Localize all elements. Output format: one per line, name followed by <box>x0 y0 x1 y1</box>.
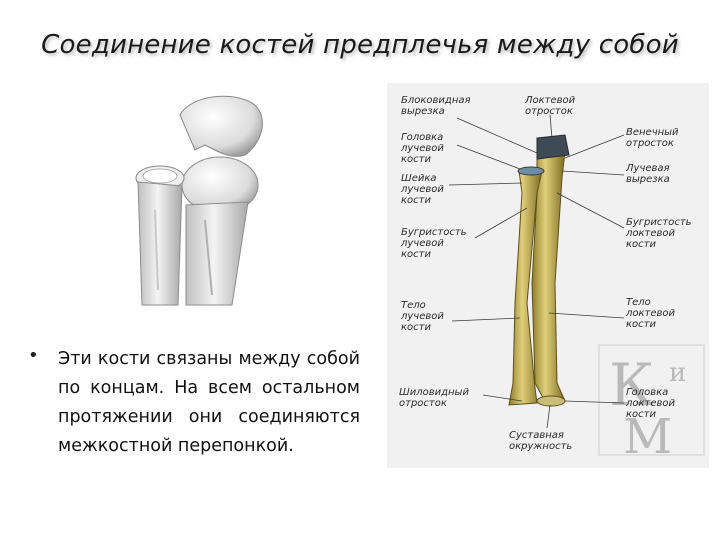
label-radius-neck: Шейка лучевой кости <box>400 173 447 206</box>
elbow-joint-illustration <box>135 95 263 306</box>
label-radius-head: Головка лучевой кости <box>400 132 447 165</box>
label-articular-circumference: Суставная окружность <box>509 430 572 452</box>
bones-drawing <box>508 134 570 407</box>
forearm-bones-diagram: К и М <box>387 83 709 468</box>
watermark-big: К <box>609 351 654 419</box>
label-ulna-body: Тело локтевой кости <box>625 297 678 330</box>
label-radius-body: Тело лучевой кости <box>400 300 447 333</box>
label-olecranon: Локтевой отросток <box>524 95 578 117</box>
label-radial-notch: Лучевая вырезка <box>625 163 673 185</box>
label-ulna-head: Головка локтевой кости <box>625 387 678 420</box>
leader-lines <box>448 114 625 429</box>
label-ulnar-tuberosity: Бугристость локтевой кости <box>625 217 695 250</box>
label-coronoid: Венечный отросток <box>626 127 682 149</box>
watermark-logo: К и М <box>598 344 705 465</box>
label-styloid: Шиловидный отросток <box>399 387 472 409</box>
slide-title: Соединение костей предплечья между собой <box>41 30 679 60</box>
bullet-text: Эти кости связаны между собой по концам.… <box>58 349 360 456</box>
watermark-small: и <box>669 358 686 388</box>
label-radial-tuberosity: Бугристость лучевой кости <box>400 227 470 260</box>
label-trochlear-notch: Блоковидная вырезка <box>401 95 474 117</box>
watermark-bottom: М <box>623 409 672 465</box>
bullet-marker: • <box>28 345 39 366</box>
bullet-paragraph: • Эти кости связаны между собой по конца… <box>28 345 360 461</box>
